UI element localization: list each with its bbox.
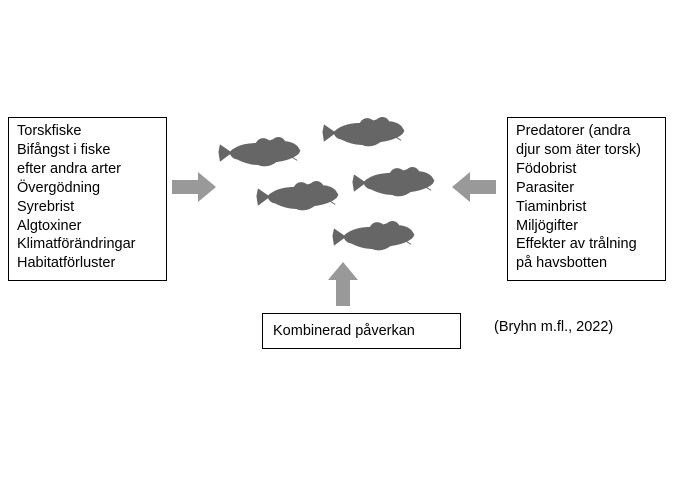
- pressure-item: Torskfiske: [17, 123, 82, 139]
- fish-icon: [352, 166, 435, 197]
- combined-impact-label: Kombinerad påverkan: [273, 323, 415, 339]
- fish-icon: [332, 220, 415, 251]
- fish-icon: [256, 180, 339, 211]
- pressure-item: Övergödning: [17, 179, 101, 196]
- pressure-item: Syrebrist: [17, 198, 75, 215]
- pressure-item: Effekter av trålning: [516, 236, 637, 253]
- pressures-right-box: Predatorer (andra djur som äter torsk) F…: [507, 117, 666, 281]
- combined-impact-box: Kombinerad påverkan: [262, 313, 461, 349]
- pressure-item: efter andra arter: [17, 160, 121, 177]
- pressure-item: Miljögifter: [516, 217, 579, 234]
- pressure-item: Habitatförluster: [17, 255, 116, 272]
- pressure-item: Predatorer (andra: [516, 123, 631, 139]
- pressures-left-box: Torskfiske Bifångst i fiske efter andra …: [8, 117, 167, 281]
- pressure-item: djur som äter torsk): [516, 141, 641, 158]
- pressure-item: Födobrist: [516, 160, 577, 177]
- arrow-right-icon: [172, 172, 216, 202]
- pressure-item: på havsbotten: [516, 255, 608, 272]
- citation: (Bryhn m.fl., 2022): [494, 319, 614, 335]
- pressure-item: Klimatförändringar: [17, 236, 136, 253]
- arrow-left-icon: [452, 172, 496, 202]
- pressure-item: Algtoxiner: [17, 217, 82, 234]
- arrow-up-icon: [328, 262, 358, 306]
- fish-icon: [322, 116, 405, 147]
- pressure-item: Bifångst i fiske: [17, 141, 111, 158]
- pressure-item: Parasiter: [516, 179, 575, 196]
- fish-icon: [218, 136, 301, 167]
- pressure-item: Tiaminbrist: [516, 198, 587, 215]
